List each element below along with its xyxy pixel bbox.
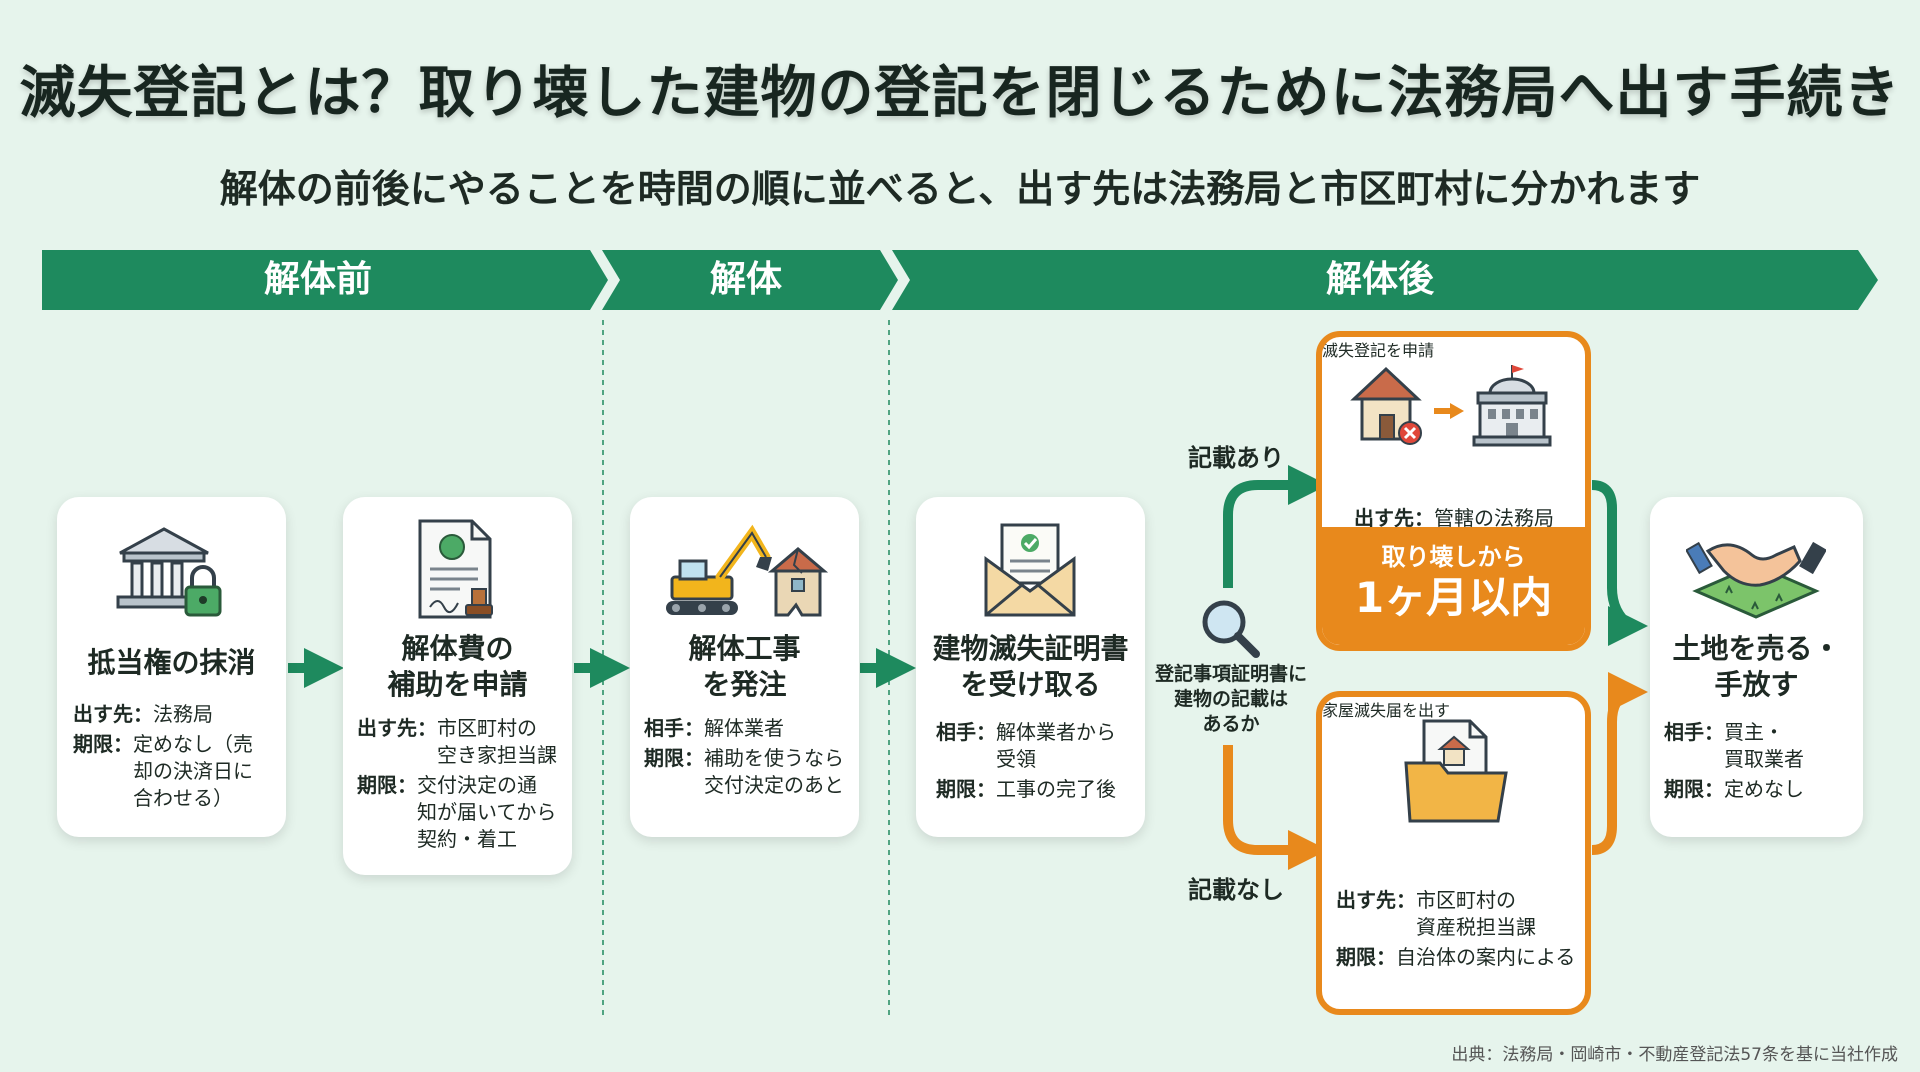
detail-row: 期限： 交付決定の通 知が届いてから 契約・着工 bbox=[357, 772, 567, 853]
step-title: 解体工事 を発注 bbox=[688, 632, 801, 701]
detail-row: 出す先： 管轄の法務局 bbox=[1354, 505, 1584, 532]
detail-value: 定めなし bbox=[1724, 777, 1804, 801]
branch-title: 家屋滅失届を出す bbox=[1322, 701, 1451, 720]
detail-value: 解体業者から 受領 bbox=[996, 720, 1116, 771]
detail-label: 出す先： bbox=[73, 702, 153, 726]
phase-banner bbox=[42, 250, 1878, 310]
phase-arrow-during bbox=[602, 250, 898, 310]
step-details: 出す先： 法務局 期限： 定めなし（売 却の決済日に 合わせる） bbox=[73, 701, 278, 812]
magnifier-icon bbox=[1202, 600, 1260, 658]
step-card-sell-land: 土地を売る・ 手放す 相手： 買主・ 買取業者 期限： 定めなし bbox=[1650, 497, 1863, 837]
step-card-receive-certificate: 建物滅失証明書 を受け取る 相手： 解体業者から 受領 期限： 工事の完了後 bbox=[916, 497, 1145, 837]
deadline-banner: 取り壊しから 1ヶ月以内 bbox=[1322, 527, 1585, 645]
detail-label: 出す先： bbox=[1336, 888, 1416, 912]
phase-label-after: 解体後 bbox=[1325, 259, 1434, 300]
detail-row: 出す先： 市区町村の 空き家担当課 bbox=[357, 715, 567, 769]
detail-value: 定めなし（売 却の決済日に 合わせる） bbox=[133, 732, 253, 810]
handshake-icon bbox=[1686, 541, 1826, 619]
page-subtitle: 解体の前後にやることを時間の順に並べると、出す先は法務局と市区町村に分かれます bbox=[219, 167, 1701, 211]
merge-arrow-no bbox=[1591, 678, 1648, 855]
detail-row: 期限： 自治体の案内による bbox=[1336, 944, 1585, 971]
house-to-registry-icon bbox=[1350, 365, 1552, 447]
detail-row: 期限： 工事の完了後 bbox=[936, 776, 1141, 803]
detail-label: 出す先： bbox=[1354, 506, 1434, 530]
certificate-envelope-icon bbox=[984, 523, 1076, 617]
detail-row: 相手： 買主・ 買取業者 bbox=[1664, 719, 1859, 773]
branch-title: 滅失登記を申請 bbox=[1322, 341, 1435, 360]
detail-label: 期限： bbox=[1664, 777, 1724, 801]
detail-row: 出す先： 市区町村の 資産税担当課 bbox=[1336, 887, 1585, 941]
detail-row: 相手： 解体業者から 受領 bbox=[936, 719, 1141, 773]
branch-label-no: 記載なし bbox=[1188, 876, 1284, 904]
source-note: 出典：法務局・岡崎市・不動産登記法57条を基に当社作成 bbox=[1451, 1045, 1898, 1065]
detail-row: 出す先： 法務局 bbox=[73, 701, 278, 728]
branch-card-registration: 滅失登記を申請 出す先： 管轄の法務局 取り壊しから 1ヶ月以内 bbox=[1316, 331, 1591, 651]
detail-value: 市区町村の 資産税担当課 bbox=[1416, 888, 1536, 939]
detail-row: 期限： 補助を使うなら 交付決定のあと bbox=[644, 745, 856, 799]
bank-lock-icon bbox=[116, 527, 222, 617]
step-details: 出す先： 市区町村の 空き家担当課 期限： 交付決定の通 知が届いてから 契約・… bbox=[357, 715, 567, 853]
merge-arrow-yes bbox=[1591, 480, 1645, 638]
step-title: 解体費の 補助を申請 bbox=[387, 632, 528, 701]
detail-label: 期限： bbox=[936, 777, 996, 801]
detail-value: 解体業者 bbox=[704, 716, 784, 740]
phase-arrow-after bbox=[892, 250, 1878, 310]
decision-question: 登記事項証明書に 建物の記載は あるか bbox=[1154, 663, 1307, 735]
phase-label-before: 解体前 bbox=[263, 259, 372, 300]
detail-label: 期限： bbox=[644, 746, 704, 770]
subsidy-document-icon bbox=[418, 519, 493, 619]
detail-value: 交付決定の通 知が届いてから 契約・着工 bbox=[417, 773, 557, 851]
detail-value: 管轄の法務局 bbox=[1434, 506, 1554, 530]
detail-value: 買主・ 買取業者 bbox=[1724, 720, 1804, 771]
detail-row: 相手： 解体業者 bbox=[644, 715, 856, 742]
phase-label-during: 解体 bbox=[709, 259, 782, 300]
house-folder-icon bbox=[1404, 719, 1508, 823]
step-title: 土地を売る・ 手放す bbox=[1672, 632, 1841, 701]
step-details: 相手： 買主・ 買取業者 期限： 定めなし bbox=[1664, 719, 1859, 803]
detail-value: 自治体の案内による bbox=[1396, 945, 1576, 969]
step-title: 抵当権の抹消 bbox=[87, 646, 256, 679]
detail-value: 工事の完了後 bbox=[996, 777, 1116, 801]
detail-label: 出す先： bbox=[357, 716, 437, 740]
branch-details: 出す先： 市区町村の 資産税担当課 期限： 自治体の案内による bbox=[1336, 887, 1585, 971]
detail-label: 相手： bbox=[936, 720, 996, 744]
detail-value: 補助を使うなら 交付決定のあと bbox=[704, 746, 844, 797]
deadline-value: 1ヶ月以内 bbox=[1354, 573, 1553, 622]
phase-arrow-before bbox=[42, 250, 608, 310]
step-card-subsidy-application: 解体費の 補助を申請 出す先： 市区町村の 空き家担当課 期限： 交付決定の通 … bbox=[343, 497, 572, 875]
branch-arrow-yes bbox=[1223, 465, 1328, 588]
excavator-house-icon bbox=[666, 524, 829, 617]
branch-arrow-no bbox=[1223, 745, 1328, 870]
detail-label: 相手： bbox=[1664, 720, 1724, 744]
detail-value: 法務局 bbox=[153, 702, 213, 726]
detail-label: 期限： bbox=[73, 732, 133, 756]
step-details: 相手： 解体業者から 受領 期限： 工事の完了後 bbox=[936, 719, 1141, 803]
step-title: 建物滅失証明書 を受け取る bbox=[932, 632, 1129, 701]
step-details: 相手： 解体業者 期限： 補助を使うなら 交付決定のあと bbox=[644, 715, 856, 799]
detail-label: 期限： bbox=[1336, 945, 1396, 969]
detail-label: 期限： bbox=[357, 773, 417, 797]
detail-value: 市区町村の 空き家担当課 bbox=[437, 716, 557, 767]
deadline-caption: 取り壊しから bbox=[1381, 543, 1526, 571]
page-title: 滅失登記とは？取り壊した建物の登記を閉じるために法務局へ出す手続き bbox=[19, 61, 1901, 126]
step-card-mortgage-release: 抵当権の抹消 出す先： 法務局 期限： 定めなし（売 却の決済日に 合わせる） bbox=[57, 497, 286, 837]
step-card-order-demolition: 解体工事 を発注 相手： 解体業者 期限： 補助を使うなら 交付決定のあと bbox=[630, 497, 859, 837]
branch-label-yes: 記載あり bbox=[1188, 444, 1284, 472]
detail-row: 期限： 定めなし（売 却の決済日に 合わせる） bbox=[73, 731, 278, 812]
branch-details: 出す先： 管轄の法務局 bbox=[1354, 505, 1584, 532]
detail-label: 相手： bbox=[644, 716, 704, 740]
branch-card-house-removal: 家屋滅失届を出す 出す先： 市区町村の 資産税担当課 期限： 自治体の案内による bbox=[1316, 691, 1591, 1015]
detail-row: 期限： 定めなし bbox=[1664, 776, 1859, 803]
